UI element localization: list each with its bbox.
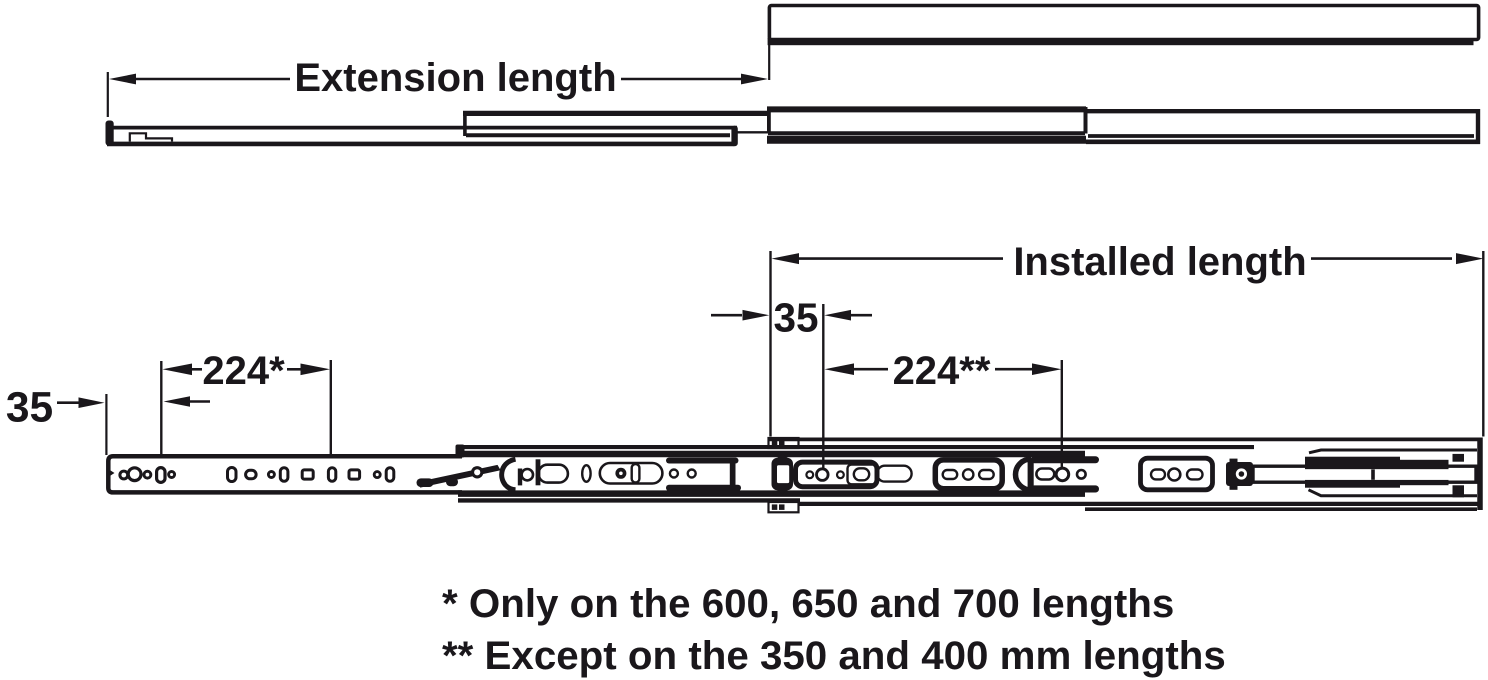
svg-text:Extension length: Extension length <box>294 56 616 100</box>
svg-text:35: 35 <box>773 295 818 341</box>
svg-text:35: 35 <box>6 385 53 432</box>
svg-text:** Except on the 350 and 400 m: ** Except on the 350 and 400 mm lengths <box>442 633 1226 678</box>
svg-text:224**: 224** <box>893 349 991 393</box>
svg-text:Installed length: Installed length <box>1013 240 1306 284</box>
svg-text:* Only on the 600, 650 and 700: * Only on the 600, 650 and 700 lengths <box>442 581 1174 626</box>
svg-text:224*: 224* <box>202 349 285 393</box>
